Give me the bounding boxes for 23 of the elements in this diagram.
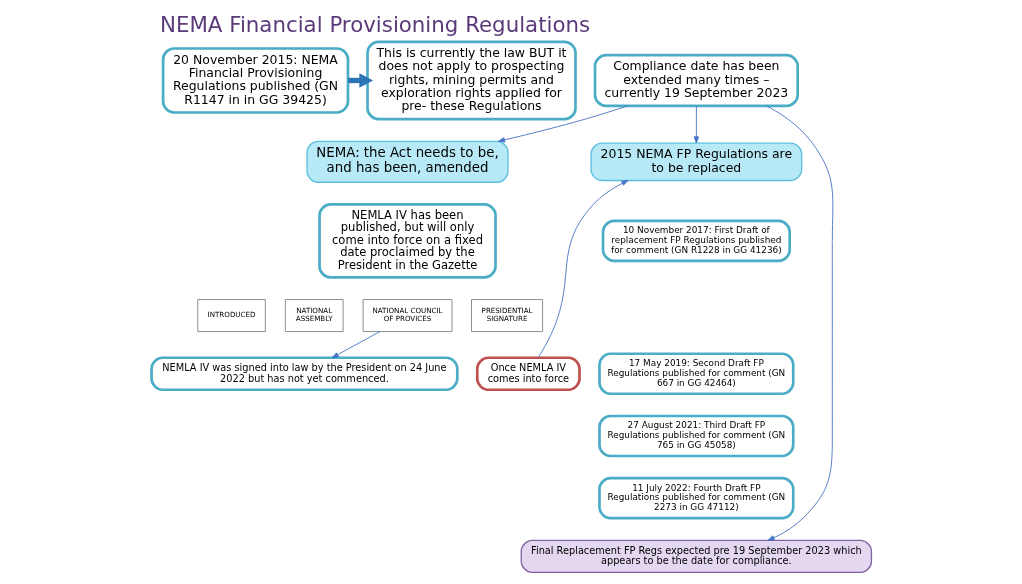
arrow xyxy=(765,105,833,541)
node-box: 11 July 2022: Fourth Draft FP Regulations published for comment (GN 2273 in GG 47112) xyxy=(597,476,795,520)
node-box: 20 November 2015: NEMA Financial Provisioning Regulations published (GN R1147 in in GG 39425) xyxy=(161,47,349,114)
arrow xyxy=(537,180,629,359)
node-box: Once NEMLA IV comes into force xyxy=(475,356,581,392)
node-box: 27 August 2021: Third Draft FP Regulations published for comment (GN 765 in GG 45058) xyxy=(597,414,795,458)
node-box: 2015 NEMA FP Regulations are to be replaced xyxy=(589,142,802,182)
arrow xyxy=(497,105,628,143)
arrow xyxy=(331,331,380,359)
node-box: PRESIDENTIAL SIGNATURE xyxy=(470,299,543,332)
node-box: Final Replacement FP Regs expected pre 19 September 2023 which appears to be the date for compliance. xyxy=(520,539,872,574)
node-box: Compliance date has been extended many times – currently 19 September 2023 xyxy=(593,53,799,108)
node-box: 10 November 2017: First Draft of replacement FP Regulations published for comment (GN R1228 in GG 41236) xyxy=(601,219,791,263)
diagram-title: NEMA Financial Provisioning Regulations xyxy=(159,12,590,38)
node-box: NEMLA IV was signed into law by the President on 24 June 2022 but has not yet commenced. xyxy=(149,356,459,392)
arrow xyxy=(693,105,699,144)
node-box: NEMLA IV has been published, but will only come into force on a fixed date proclaimed by the President in the Gazette xyxy=(317,203,497,279)
node-box: 17 May 2019: Second Draft FP Regulations published for comment (GN 667 in GG 42464) xyxy=(597,352,795,396)
node-box: INTRODUCED xyxy=(196,299,266,332)
node-box: NEMA: the Act needs to be, and has been, amended xyxy=(305,140,509,183)
node-box: NATIONAL ASSEMBLY xyxy=(284,299,344,332)
node-box: This is currently the law BUT it does not apply to prospecting rights, mining permits and exploration rights applied for pre- these Regulations xyxy=(365,40,577,121)
node-box: NATIONAL COUNCIL OF PROVICES xyxy=(362,299,452,332)
